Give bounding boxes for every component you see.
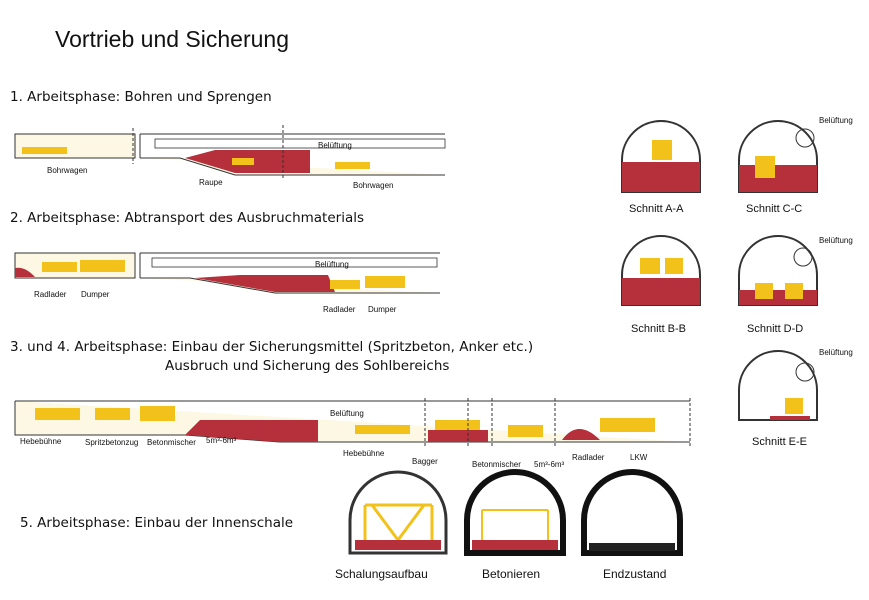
label-volume: 5m³-6m³ bbox=[206, 436, 237, 445]
label-bagger: Bagger bbox=[412, 457, 438, 466]
label-radlader: Radlader bbox=[34, 290, 67, 299]
label-hebebuhne: Hebebühne bbox=[20, 437, 62, 446]
longitudinal-section-1 bbox=[14, 125, 446, 180]
label-volume: 5m³-6m³ bbox=[534, 460, 565, 469]
label-dumper: Dumper bbox=[368, 305, 397, 314]
label-dumper: Dumper bbox=[81, 290, 110, 299]
longitudinal-section-3 bbox=[14, 398, 691, 448]
page-title: Vortrieb und Sicherung bbox=[55, 26, 289, 52]
caption-endzustand: Endzustand bbox=[603, 567, 667, 581]
label-beluftung: Belüftung bbox=[318, 141, 352, 150]
inner-shell-schalungsaufbau bbox=[348, 470, 448, 555]
label-beluftung: Belüftung bbox=[819, 236, 853, 245]
bohrwagen-machine bbox=[22, 147, 67, 154]
dumper-machine bbox=[80, 260, 125, 272]
phase-5-heading: 5. Arbeitsphase: Einbau der Innenschale bbox=[20, 515, 294, 531]
label-radlader: Radlader bbox=[572, 453, 605, 462]
raupe-machine bbox=[232, 158, 254, 165]
caption-schnitt-dd: Schnitt D-D bbox=[747, 323, 804, 335]
label-bohrwagen: Bohrwagen bbox=[353, 181, 394, 190]
caption-schalungsaufbau: Schalungsaufbau bbox=[335, 567, 428, 581]
phase-2-heading: 2. Arbeitsphase: Abtransport des Ausbruc… bbox=[10, 210, 365, 226]
radlader-machine bbox=[42, 262, 77, 272]
longitudinal-section-2 bbox=[14, 252, 440, 294]
label-lkw: LKW bbox=[630, 453, 648, 462]
label-betonmischer: Betonmischer bbox=[472, 460, 521, 469]
label-bohrwagen: Bohrwagen bbox=[47, 166, 88, 175]
caption-schnitt-cc: Schnitt C-C bbox=[746, 203, 803, 215]
label-radlader: Radlader bbox=[323, 305, 356, 314]
cross-section-bb bbox=[621, 235, 701, 306]
rock-pile bbox=[185, 420, 318, 442]
phase-3-subheading: Ausbruch und Sicherung des Sohlbereichs bbox=[165, 358, 450, 374]
label-hebebuhne: Hebebühne bbox=[343, 449, 385, 458]
cross-section-aa bbox=[621, 120, 701, 193]
bohrwagen-machine bbox=[335, 162, 370, 169]
cross-section-cc bbox=[738, 120, 818, 193]
label-beluftung: Belüftung bbox=[330, 409, 364, 418]
label-beluftung: Belüftung bbox=[819, 116, 853, 125]
label-betonmischer: Betonmischer bbox=[147, 438, 196, 447]
caption-schnitt-aa: Schnitt A-A bbox=[629, 203, 684, 215]
label-beluftung: Belüftung bbox=[315, 260, 349, 269]
caption-betonieren: Betonieren bbox=[482, 567, 541, 581]
label-spritzbetonzug: Spritzbetonzug bbox=[85, 438, 139, 447]
inner-shell-betonieren bbox=[464, 469, 566, 556]
cross-section-ee bbox=[738, 350, 818, 421]
rock-pile bbox=[195, 275, 335, 292]
label-raupe: Raupe bbox=[199, 178, 223, 187]
caption-schnitt-bb: Schnitt B-B bbox=[631, 323, 687, 335]
phase-3-heading: 3. und 4. Arbeitsphase: Einbau der Siche… bbox=[10, 339, 534, 355]
phase-1-heading: 1. Arbeitsphase: Bohren und Sprengen bbox=[10, 89, 272, 105]
inner-shell-endzustand bbox=[581, 469, 683, 556]
cross-section-dd bbox=[738, 235, 818, 306]
label-beluftung: Belüftung bbox=[819, 348, 853, 357]
caption-schnitt-ee: Schnitt E-E bbox=[752, 436, 808, 448]
